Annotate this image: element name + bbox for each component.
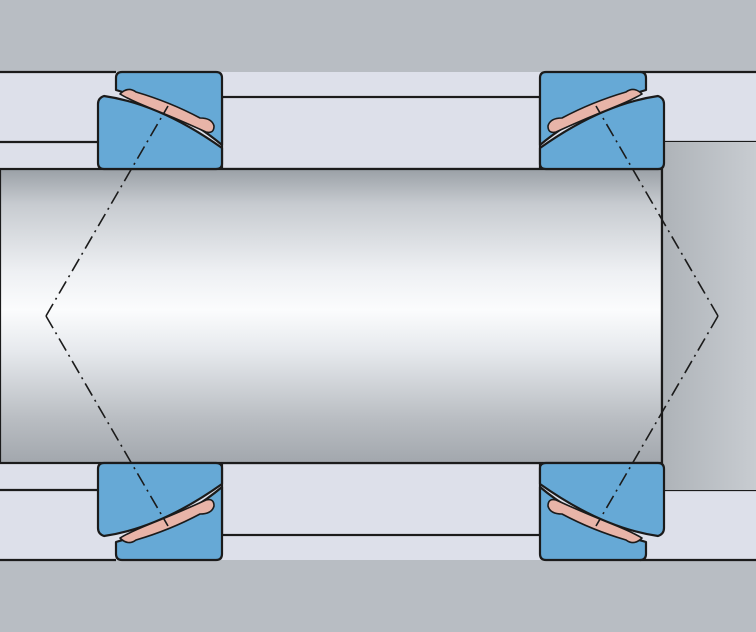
- bearing-top-left: [96, 70, 224, 171]
- sliding-layer-top-right: [547, 88, 643, 134]
- inner-ring-bottom-left: [96, 461, 224, 538]
- sliding-layer-bottom-right: [547, 498, 643, 544]
- bearing-bottom-right: [538, 461, 666, 562]
- pressure-lines-left: [45, 105, 169, 527]
- inner-ring-top-left: [96, 94, 224, 171]
- bearing-top-right: [538, 70, 666, 171]
- spacer-sleeve-top: [220, 95, 542, 171]
- inner-ring-bottom-right: [538, 461, 666, 538]
- spacer-sleeve-bottom: [220, 461, 542, 537]
- bearing-bottom-left: [96, 461, 224, 562]
- housing-step-bottom-right: [662, 490, 756, 560]
- housing-step-top-right: [662, 72, 756, 142]
- pressure-lines-right: [595, 105, 719, 527]
- sliding-layer-bottom-left: [119, 498, 215, 544]
- shaft: [0, 142, 756, 490]
- sliding-layer-top-left: [119, 88, 215, 134]
